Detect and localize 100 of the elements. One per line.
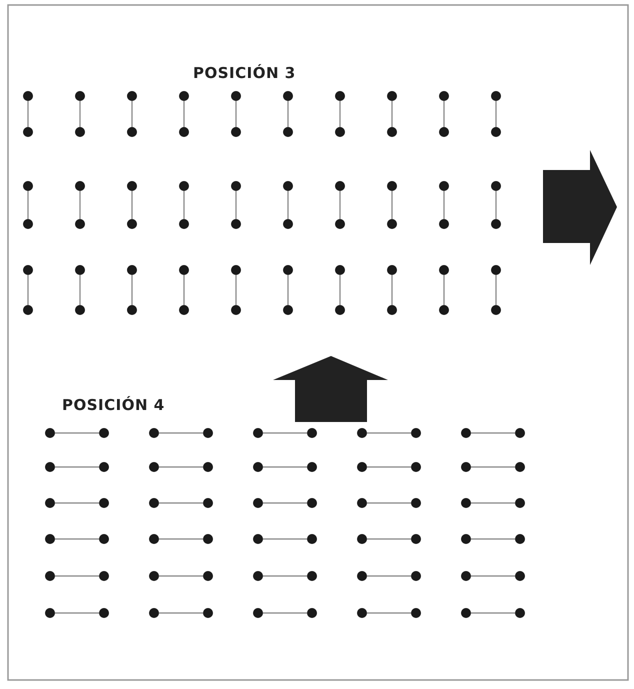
connector-line (495, 101, 497, 127)
dot (45, 608, 55, 618)
dot (461, 534, 471, 544)
dot (127, 219, 137, 229)
dot (149, 571, 159, 581)
dot (75, 219, 85, 229)
connector-line (471, 432, 515, 434)
dot (461, 608, 471, 618)
connector-line (131, 191, 133, 219)
connector-line (443, 275, 445, 305)
connector-line (339, 191, 341, 219)
dot (461, 428, 471, 438)
connector-line (263, 466, 307, 468)
dot (179, 91, 189, 101)
dot (461, 462, 471, 472)
dot (99, 428, 109, 438)
dot (23, 127, 33, 137)
dot (335, 265, 345, 275)
dot (307, 498, 317, 508)
connector-line (367, 612, 411, 614)
dot (179, 219, 189, 229)
dot (439, 91, 449, 101)
dot (335, 219, 345, 229)
dot (23, 265, 33, 275)
dot (179, 305, 189, 315)
dot (387, 219, 397, 229)
dot (491, 127, 501, 137)
dot (179, 181, 189, 191)
connector-line (471, 538, 515, 540)
connector-line (79, 101, 81, 127)
connector-line (495, 275, 497, 305)
connector-line (235, 275, 237, 305)
connector-line (55, 502, 99, 504)
dot (387, 265, 397, 275)
dot (99, 462, 109, 472)
dot (335, 181, 345, 191)
dot (127, 181, 137, 191)
connector-line (367, 466, 411, 468)
dot (491, 265, 501, 275)
dot (491, 305, 501, 315)
connector-line (55, 612, 99, 614)
dot (307, 462, 317, 472)
dot (411, 534, 421, 544)
connector-line (55, 466, 99, 468)
dot (127, 127, 137, 137)
connector-line (79, 275, 81, 305)
dot (411, 462, 421, 472)
dot (99, 571, 109, 581)
connector-line (471, 466, 515, 468)
dot (439, 219, 449, 229)
dot (23, 305, 33, 315)
dot (45, 498, 55, 508)
connector-line (367, 432, 411, 434)
connector-line (471, 612, 515, 614)
dot (357, 534, 367, 544)
dot (283, 305, 293, 315)
dot (411, 428, 421, 438)
connector-line (183, 275, 185, 305)
dot (75, 305, 85, 315)
dot (283, 181, 293, 191)
dot (75, 181, 85, 191)
dot (149, 462, 159, 472)
position-heading: POSICIÓN 4 (62, 396, 165, 414)
dot (99, 608, 109, 618)
dot (23, 91, 33, 101)
dot (357, 428, 367, 438)
dot (127, 265, 137, 275)
connector-line (287, 101, 289, 127)
dot (307, 608, 317, 618)
dot (99, 498, 109, 508)
dot (149, 428, 159, 438)
dot (23, 219, 33, 229)
dot (491, 91, 501, 101)
connector-line (391, 275, 393, 305)
dot (357, 498, 367, 508)
dot (23, 181, 33, 191)
dot (253, 534, 263, 544)
dot (99, 534, 109, 544)
connector-line (443, 101, 445, 127)
connector-line (287, 191, 289, 219)
connector-line (55, 538, 99, 540)
connector-line (339, 101, 341, 127)
dot (357, 571, 367, 581)
dot (335, 305, 345, 315)
dot (515, 428, 525, 438)
dot (439, 181, 449, 191)
dot (387, 127, 397, 137)
dot (439, 127, 449, 137)
connector-line (235, 101, 237, 127)
connector-line (27, 191, 29, 219)
dot (253, 462, 263, 472)
dot (515, 534, 525, 544)
dot (439, 305, 449, 315)
dot (231, 265, 241, 275)
dot (307, 428, 317, 438)
dot (45, 534, 55, 544)
dot (387, 181, 397, 191)
dot (515, 462, 525, 472)
connector-line (159, 466, 203, 468)
dot (461, 498, 471, 508)
